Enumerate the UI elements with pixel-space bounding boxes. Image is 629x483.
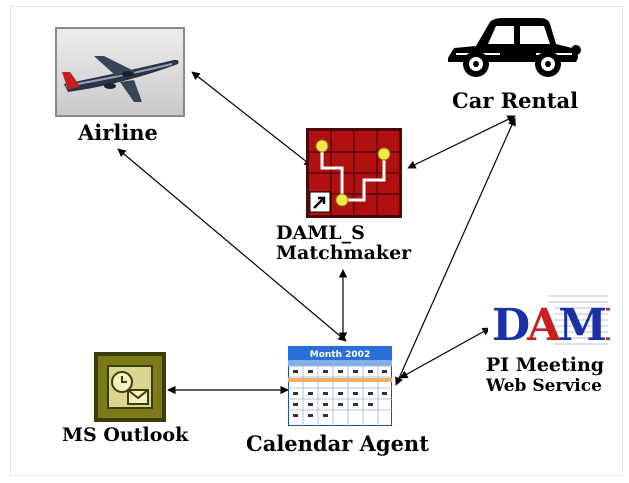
pi-meeting-label-line2: Web Service — [486, 376, 602, 396]
outlook-icon — [94, 352, 166, 422]
car-rental-label: Car Rental — [452, 88, 579, 113]
calendar-agent-label: Calendar Agent — [246, 431, 429, 456]
daml-logo-text: DAML — [492, 300, 610, 351]
calendar-icon: Month 2002 — [287, 345, 393, 427]
link-airline-matchmaker — [191, 71, 313, 167]
matchmaker-label-line1: DAML_S — [276, 222, 365, 244]
airline-label: Airline — [78, 120, 158, 145]
matchmaker-grid-icon — [306, 128, 402, 218]
pi-meeting-label-line1: PI Meeting — [486, 354, 605, 376]
vintage-car-icon — [440, 14, 582, 80]
outlook-label: MS Outlook — [62, 424, 189, 446]
matchmaker-label-line2: Matchmaker — [276, 242, 412, 264]
daml-logo-icon: DAML — [488, 290, 629, 352]
link-airline-calendar — [117, 148, 347, 342]
link-carrental-matchmaker — [407, 115, 516, 169]
airplane-icon — [52, 24, 188, 120]
calendar-header-text: Month 2002 — [310, 350, 370, 360]
link-pimeeting-calendar — [399, 327, 491, 379]
